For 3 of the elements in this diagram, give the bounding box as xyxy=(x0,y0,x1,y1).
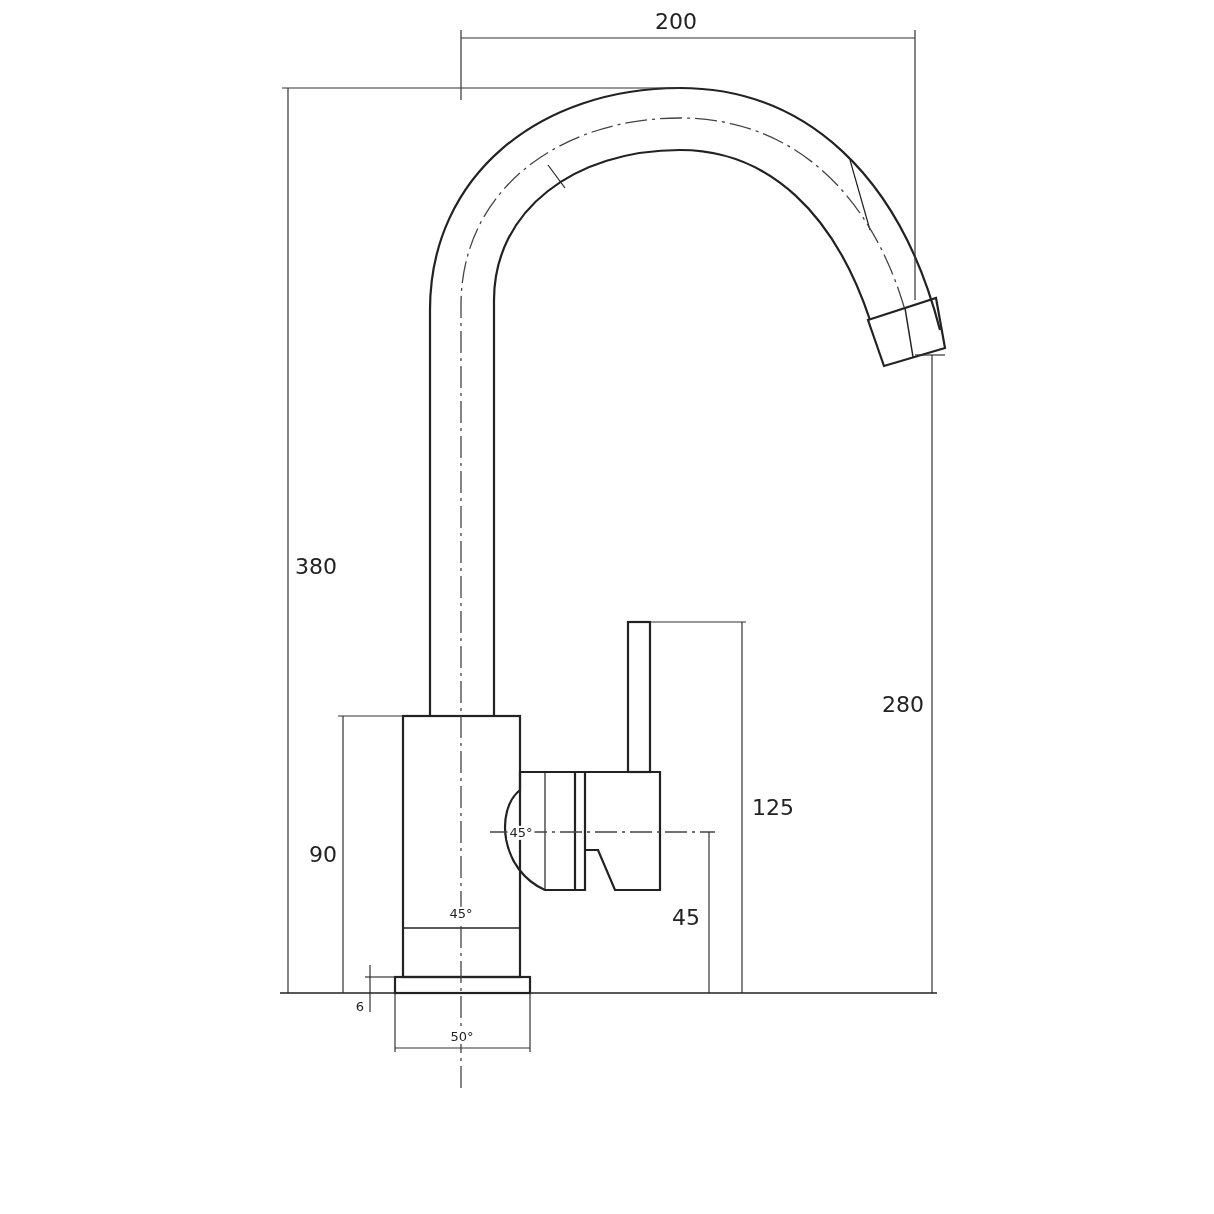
dimension-label: 45° xyxy=(447,906,475,922)
dimension-label: 50° xyxy=(448,1029,476,1045)
dimension-label: 45° xyxy=(507,825,535,841)
